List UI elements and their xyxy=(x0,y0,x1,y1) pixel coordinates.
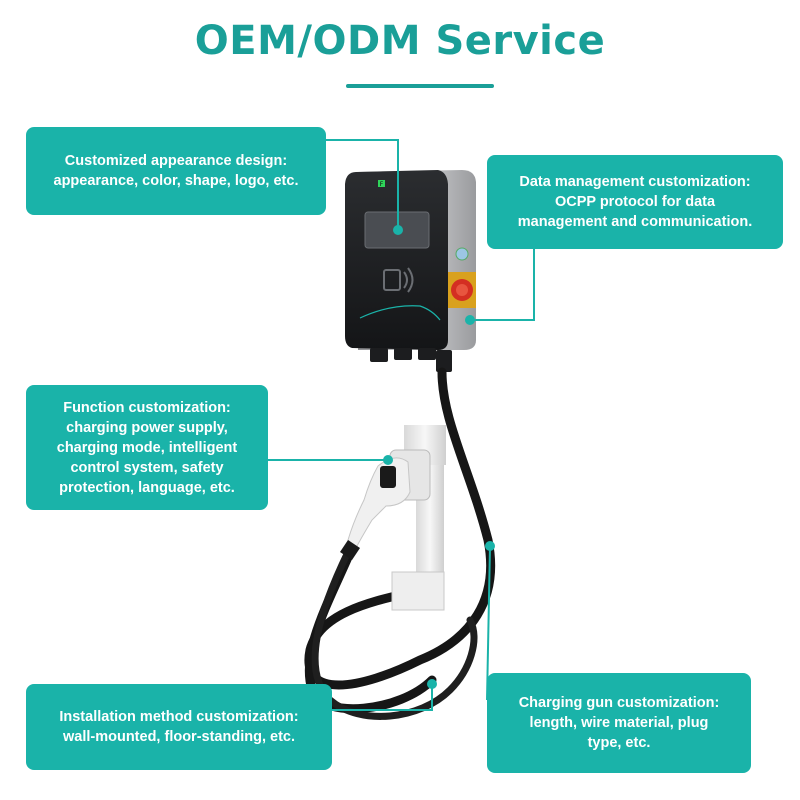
callout-data-management: Data management customization: OCPP prot… xyxy=(487,155,783,249)
callout-appearance: Customized appearance design: appearance… xyxy=(26,127,326,215)
emergency-stop-icon xyxy=(448,272,476,308)
callout-function: Function customization: charging power s… xyxy=(26,385,268,510)
callout-installation: Installation method customization: wall-… xyxy=(26,684,332,770)
callout-connectors xyxy=(268,139,535,711)
charging-cable xyxy=(304,367,496,690)
charger-box: F xyxy=(345,170,476,372)
car-outline-icon xyxy=(359,305,441,321)
callout-charging-gun: Charging gun customization: length, wire… xyxy=(487,673,751,773)
title-underline xyxy=(346,84,494,88)
page-title: OEM/ODM Service xyxy=(194,18,606,64)
rfid-card-icon xyxy=(383,267,414,293)
connector-dots xyxy=(383,225,495,689)
holster-bracket xyxy=(389,425,446,611)
status-led-icon xyxy=(378,180,385,187)
svg-text:F: F xyxy=(380,181,384,188)
charging-gun xyxy=(340,457,411,560)
